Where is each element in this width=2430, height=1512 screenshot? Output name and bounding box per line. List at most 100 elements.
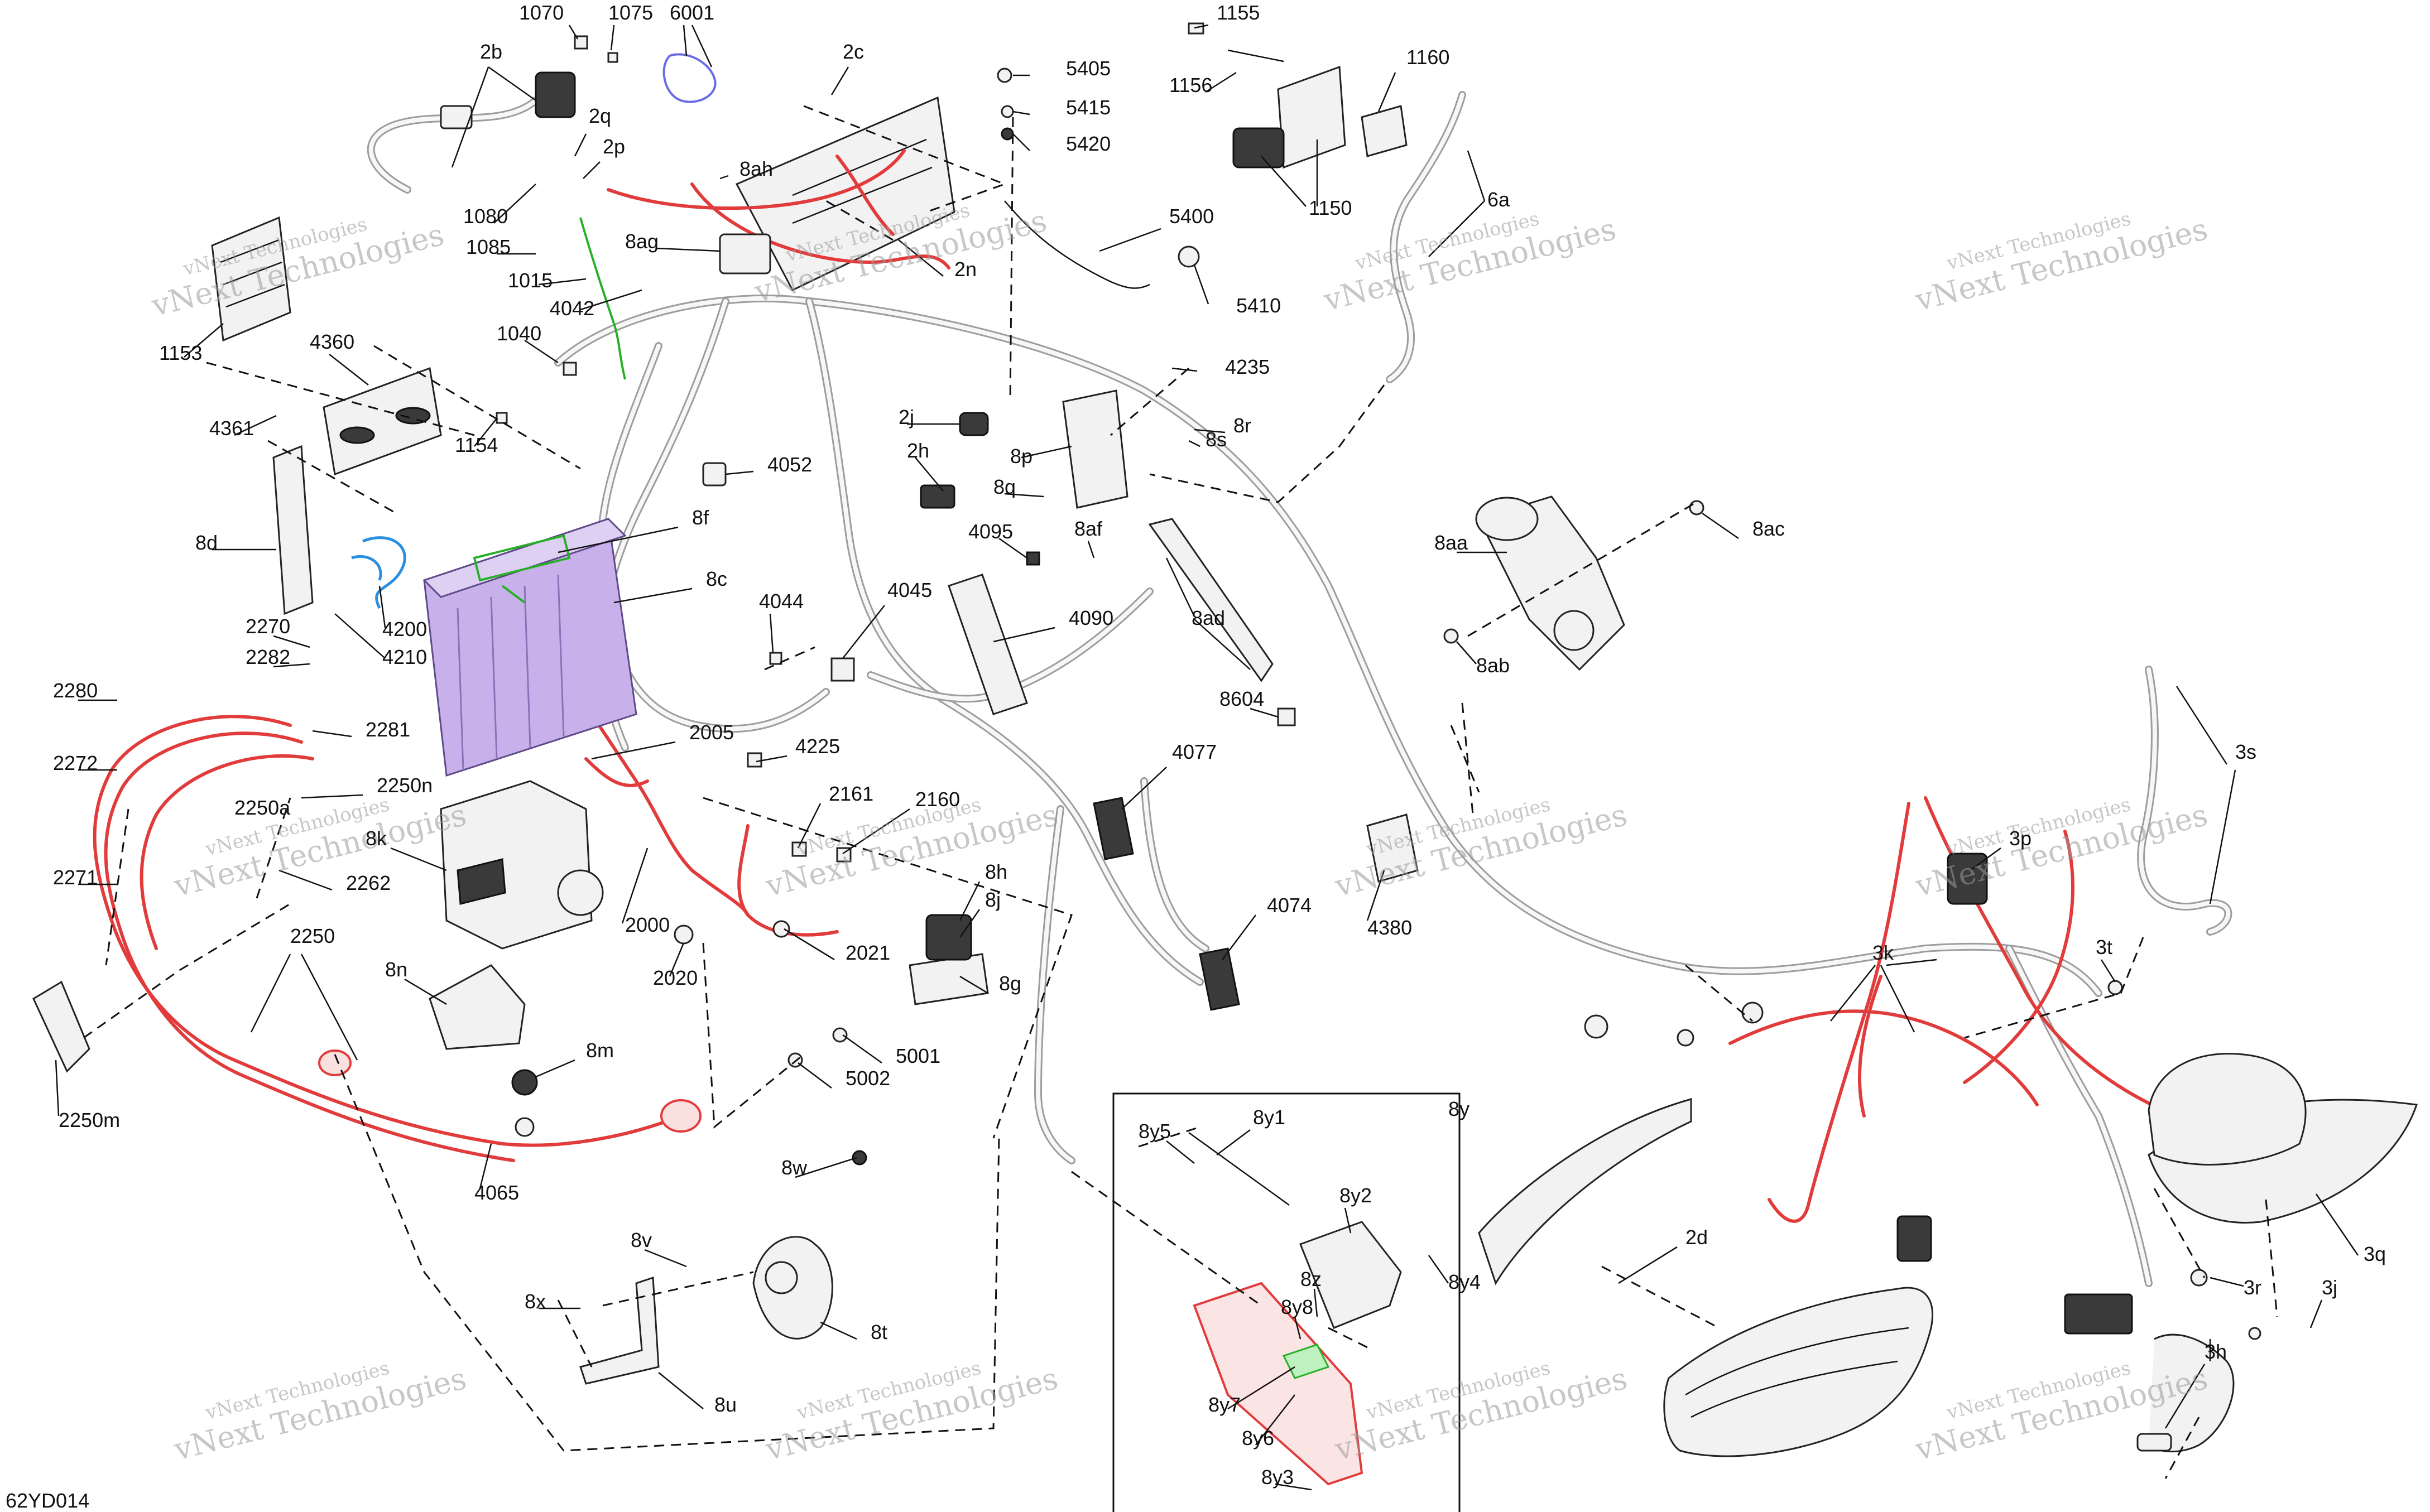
top-red-harness xyxy=(607,149,950,269)
callout-3j: 3j xyxy=(2322,1276,2337,1299)
callout-4361: 4361 xyxy=(209,417,254,440)
callout-4210: 4210 xyxy=(382,646,427,668)
callout-1154: 1154 xyxy=(455,434,498,456)
callout-2j: 2j xyxy=(899,406,914,428)
callout-2282: 2282 xyxy=(246,646,290,668)
callout-8y2: 8y2 xyxy=(1339,1184,1372,1207)
bracket-2250m xyxy=(32,980,90,1073)
module-1153 xyxy=(211,216,291,342)
callout-1080: 1080 xyxy=(463,205,508,228)
callout-1155: 1155 xyxy=(1217,1,1260,24)
callout-2272: 2272 xyxy=(53,752,98,774)
callout-3r: 3r xyxy=(2244,1276,2261,1299)
callout-4042: 4042 xyxy=(550,297,594,320)
callout-8j: 8j xyxy=(985,888,1001,911)
callout-2q: 2q xyxy=(589,104,611,127)
callout-2160: 2160 xyxy=(915,788,960,811)
callout-5415: 5415 xyxy=(1066,96,1111,119)
callout-3s: 3s xyxy=(2235,740,2256,763)
callout-8y1: 8y1 xyxy=(1253,1106,1285,1129)
bracket-8d xyxy=(272,445,314,615)
callout-8z: 8z xyxy=(1300,1268,1322,1291)
callout-2h: 2h xyxy=(907,439,929,462)
callout-8w: 8w xyxy=(781,1156,808,1179)
callout-8n: 8n xyxy=(385,958,407,981)
callout-8ab: 8ab xyxy=(1476,654,1510,677)
callout-8ad: 8ad xyxy=(1192,606,1225,629)
horn-8t xyxy=(752,1236,833,1340)
callout-8ah: 8ah xyxy=(739,157,773,180)
callout-6001: 6001 xyxy=(670,1,714,24)
callout-8t: 8t xyxy=(871,1321,887,1344)
callout-4235: 4235 xyxy=(1225,355,1270,378)
callout-4380: 4380 xyxy=(1367,916,1412,939)
callout-8s: 8s xyxy=(1206,428,1227,451)
callout-2250: 2250 xyxy=(290,924,335,947)
callout-4200: 4200 xyxy=(382,618,427,641)
callout-8y3: 8y3 xyxy=(1261,1466,1294,1489)
callout-5001: 5001 xyxy=(896,1044,940,1067)
callout-1015: 1015 xyxy=(508,269,553,292)
taillight-3q xyxy=(2148,1053,2418,1224)
callout-5400: 5400 xyxy=(1169,205,1214,228)
callout-3q: 3q xyxy=(2364,1243,2386,1265)
sensor-cable-6a xyxy=(1386,91,1466,383)
callout-1160: 1160 xyxy=(1406,46,1449,69)
module-4360 xyxy=(323,367,442,476)
callout-2005: 2005 xyxy=(689,721,734,744)
callout-4044: 4044 xyxy=(759,590,804,613)
callout-3h: 3h xyxy=(2205,1340,2227,1363)
callout-1156: 1156 xyxy=(1169,74,1212,97)
headlight-2d xyxy=(1663,1287,1933,1457)
cable-2b xyxy=(367,71,576,194)
callout-8af: 8af xyxy=(1074,517,1103,540)
callout-2020: 2020 xyxy=(653,966,698,989)
battery-bracket xyxy=(473,534,571,604)
callout-8aa: 8aa xyxy=(1434,531,1468,554)
callout-4225: 4225 xyxy=(795,735,840,758)
callout-8y: 8y xyxy=(1448,1097,1469,1120)
callout-8c: 8c xyxy=(706,567,727,590)
fuse-box-bracket xyxy=(735,96,955,291)
callout-4090: 4090 xyxy=(1069,606,1113,629)
battery-clamp xyxy=(351,536,406,609)
callout-2281: 2281 xyxy=(366,718,410,741)
callout-8u: 8u xyxy=(714,1393,737,1416)
inset-8y-box xyxy=(1112,1092,1461,1512)
callout-8k: 8k xyxy=(366,827,387,850)
callout-2c: 2c xyxy=(843,40,864,63)
actuator-8aa xyxy=(1475,495,1625,671)
callout-2270: 2270 xyxy=(246,615,290,638)
callout-8g: 8g xyxy=(999,972,1021,995)
solenoid-8g xyxy=(909,914,989,1005)
callout-1075: 1075 xyxy=(608,1,653,24)
callout-8p: 8p xyxy=(1010,445,1032,468)
callout-2p: 2p xyxy=(603,135,625,158)
callout-3t: 3t xyxy=(2096,936,2112,959)
callout-2250n: 2250n xyxy=(377,774,433,797)
callout-2271: 2271 xyxy=(53,866,98,889)
callout-1085: 1085 xyxy=(466,235,511,258)
callout-8604: 8604 xyxy=(1219,687,1264,710)
callout-1070: 1070 xyxy=(519,1,564,24)
battery xyxy=(422,518,637,777)
bracket-panel xyxy=(1478,1098,1692,1285)
callout-8y7: 8y7 xyxy=(1208,1393,1241,1416)
callout-8m: 8m xyxy=(586,1039,614,1062)
connector-6001 xyxy=(662,53,717,103)
callout-5405: 5405 xyxy=(1066,57,1111,80)
dashed-reference-lines xyxy=(83,105,2278,1479)
callout-5002: 5002 xyxy=(846,1067,890,1090)
callout-2262: 2262 xyxy=(346,871,391,894)
callout-8d: 8d xyxy=(195,531,218,554)
callout-8x: 8x xyxy=(525,1290,546,1313)
callout-5420: 5420 xyxy=(1066,132,1111,155)
callout-8r: 8r xyxy=(1233,414,1251,437)
